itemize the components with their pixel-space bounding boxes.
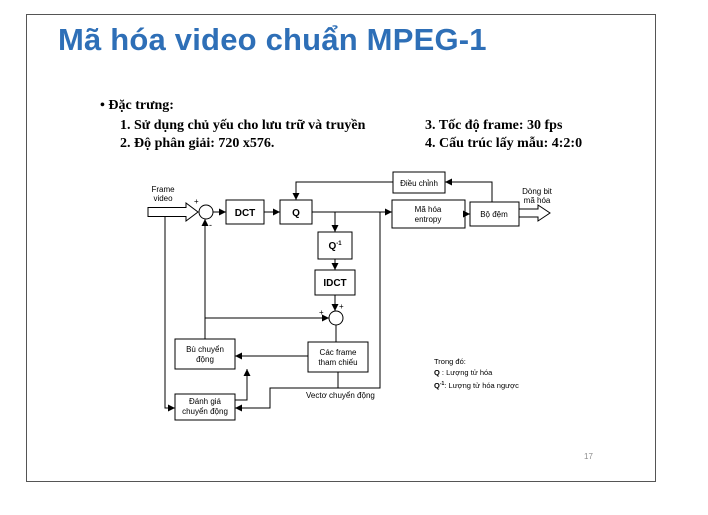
features-heading: • Đặc trưng: bbox=[100, 98, 174, 114]
bullet: • bbox=[100, 98, 105, 113]
feature-item-3: 3. Tốc độ frame: 30 fps bbox=[425, 118, 563, 133]
ref-frames-label-line2: tham chiếu bbox=[318, 358, 357, 367]
legend-iq-row: Q-1: Lượng tử hóa ngược bbox=[434, 381, 519, 390]
slide-title: Mã hóa video chuẩn MPEG-1 bbox=[58, 22, 487, 57]
iq-label: Q-1 bbox=[328, 241, 342, 252]
arrow-ref-to-me bbox=[235, 372, 339, 412]
mc-label-line2: động bbox=[196, 355, 214, 364]
page-number: 17 bbox=[584, 452, 593, 461]
feature-item-4: 4. Cấu trúc lấy mẫu: 4:2:0 bbox=[425, 136, 583, 151]
mc-label-line1: Bù chuyển bbox=[186, 345, 224, 354]
output-arrow bbox=[518, 204, 551, 222]
sum-junction-2 bbox=[328, 310, 344, 326]
sum2-plus-top: + bbox=[339, 302, 344, 311]
output-label-line2: mã hóa bbox=[524, 196, 551, 205]
features-heading-text: Đặc trưng: bbox=[108, 98, 174, 113]
output-label-line1: Dòng bit bbox=[522, 187, 553, 196]
idct-label: IDCT bbox=[323, 278, 346, 289]
sum-junction-1 bbox=[198, 204, 214, 220]
buffer-label: Bộ đệm bbox=[480, 210, 508, 219]
input-arrow bbox=[147, 202, 199, 222]
motion-vector-label: Vectơ chuyển động bbox=[306, 391, 375, 400]
slide-frame bbox=[26, 14, 656, 482]
entropy-label-line1: Mã hóa bbox=[415, 205, 442, 214]
arrow-me-to-mc bbox=[235, 369, 251, 401]
arrow-input-to-me bbox=[164, 216, 175, 412]
input-label-line2: video bbox=[153, 194, 173, 203]
q-label: Q bbox=[292, 208, 300, 219]
legend-title: Trong đó: bbox=[434, 357, 466, 366]
entropy-label-line2: entropy bbox=[415, 215, 442, 224]
sum1-plus-sign: + bbox=[194, 197, 199, 206]
motion-compensation-block bbox=[174, 338, 236, 370]
ref-frames-label-line1: Các frame bbox=[320, 348, 357, 357]
dct-label: DCT bbox=[235, 208, 256, 219]
feature-item-1: 1. Sử dụng chủ yếu cho lưu trữ và truyền bbox=[120, 118, 366, 133]
me-label-line2: chuyển động bbox=[182, 407, 228, 416]
reference-frames-block bbox=[307, 341, 369, 373]
feature-item-2: 2. Độ phân giải: 720 x576. bbox=[120, 136, 275, 151]
legend-q-row: Q : Lượng tử hóa bbox=[434, 368, 493, 377]
line-motion-vectors bbox=[338, 212, 381, 389]
sum2-plus-left: + bbox=[319, 308, 324, 317]
arrow-buffer-to-rate bbox=[445, 178, 493, 202]
me-label-line1: Đánh giá bbox=[189, 397, 222, 406]
arrow-rate-to-q bbox=[292, 181, 393, 200]
input-label-line1: Frame bbox=[151, 185, 175, 194]
sum1-minus-sign: - bbox=[209, 220, 212, 230]
rate-control-label: Điều chỉnh bbox=[400, 179, 438, 188]
